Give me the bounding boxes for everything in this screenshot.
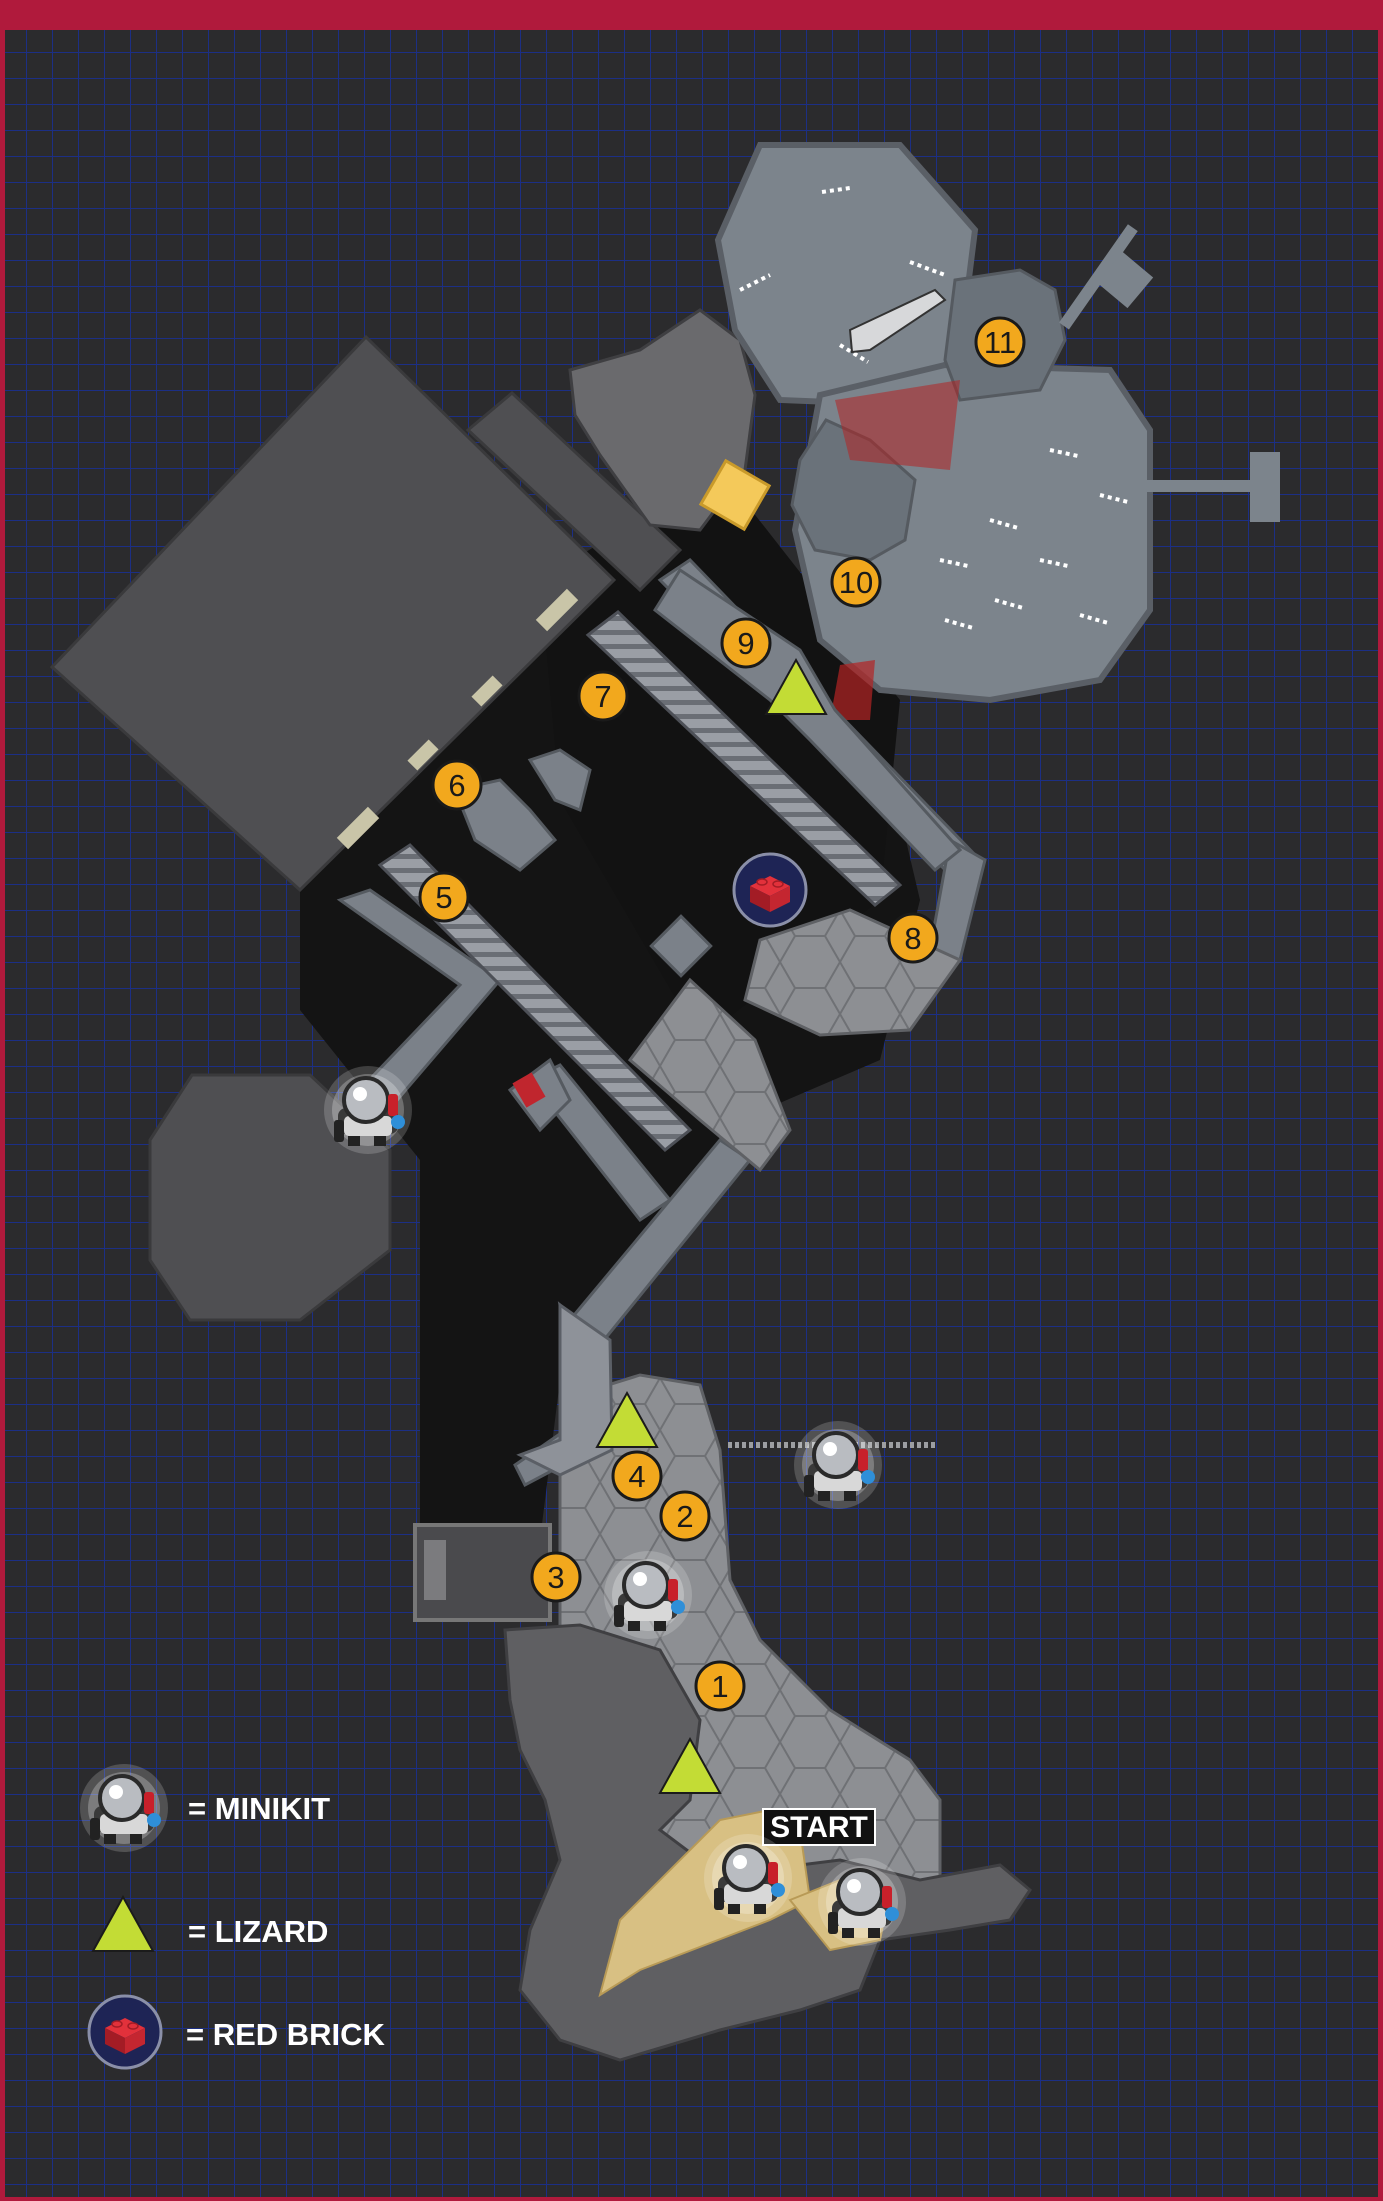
legend-minikit-label: = MINIKIT xyxy=(188,1791,330,1826)
waypoint-label: 1 xyxy=(711,1669,728,1704)
waypoint-label: 3 xyxy=(547,1560,564,1595)
waypoint-circle xyxy=(418,871,470,923)
waypoint-label: 5 xyxy=(435,880,452,915)
slab-strip xyxy=(465,390,683,593)
vent xyxy=(471,675,503,707)
waypoint-marker-2: 2 xyxy=(659,1490,711,1542)
waypoint-circle xyxy=(611,1450,663,1502)
start-label: START xyxy=(770,1811,868,1844)
waypoint-label: 9 xyxy=(737,626,754,661)
hangar-markings xyxy=(739,186,1129,630)
legend: = MINIKIT = LIZARD = RED BRICK xyxy=(78,1762,386,2070)
conveyor-belt xyxy=(585,610,903,907)
waypoint-circle xyxy=(530,1551,582,1603)
red-ladder xyxy=(830,660,875,720)
waypoint-circle xyxy=(431,759,483,811)
ship-icon xyxy=(848,288,947,354)
vent xyxy=(407,739,439,771)
hex-floor xyxy=(627,977,792,1173)
waypoint-circle xyxy=(830,556,882,608)
waypoint-marker-10: 10 xyxy=(830,556,882,608)
vent xyxy=(535,588,579,632)
waypoint-marker-8: 8 xyxy=(887,912,939,964)
rock-outcrop xyxy=(568,308,757,532)
minikit-icon xyxy=(792,1419,884,1511)
minikit-icon xyxy=(322,1064,414,1156)
crate xyxy=(649,914,713,978)
waypoint-label: 2 xyxy=(676,1499,693,1534)
legend-red-brick-label: = RED BRICK xyxy=(186,2017,386,2052)
waypoint-label: 10 xyxy=(839,565,873,600)
large-slab xyxy=(49,334,617,893)
red-beam xyxy=(835,380,960,470)
red-button xyxy=(512,1072,546,1108)
waypoint-marker-9: 9 xyxy=(720,617,772,669)
waypoint-marker-7: 7 xyxy=(577,670,629,722)
vent xyxy=(336,806,380,850)
waypoint-circle xyxy=(974,316,1026,368)
yellow-crate xyxy=(698,458,772,532)
legend-lizard-label: = LIZARD xyxy=(188,1914,328,1949)
waypoint-circle xyxy=(694,1660,746,1712)
legend-minikit-icon xyxy=(78,1762,170,1854)
gantry-pad xyxy=(1096,251,1154,309)
minikit-icon xyxy=(602,1549,694,1641)
waypoint-label: 4 xyxy=(628,1459,645,1494)
legend-red-brick-icon xyxy=(87,1994,163,2070)
waypoint-label: 8 xyxy=(904,921,921,956)
waypoint-label: 6 xyxy=(448,768,465,803)
machine xyxy=(527,748,592,813)
waypoint-marker-5: 5 xyxy=(418,871,470,923)
waypoint-marker-1: 1 xyxy=(694,1660,746,1712)
waypoint-circle xyxy=(577,670,629,722)
conveyor-belt xyxy=(377,843,693,1153)
minikit-icon xyxy=(702,1832,794,1924)
waypoint-markers: 1 2 3 4 5 6 7 8 9 10 11 xyxy=(418,316,1026,1712)
machine xyxy=(452,778,558,872)
waypoint-circle xyxy=(720,617,772,669)
waypoint-label: 11 xyxy=(984,325,1016,360)
waypoint-marker-6: 6 xyxy=(431,759,483,811)
gantry-tower xyxy=(1250,452,1280,522)
side-room-door xyxy=(424,1540,446,1600)
red-brick-icon xyxy=(732,852,808,928)
waypoint-circle xyxy=(887,912,939,964)
gantry-bridge xyxy=(1140,480,1270,492)
minikit-icon xyxy=(816,1856,908,1948)
gantry-arm xyxy=(1059,224,1138,330)
start-box xyxy=(762,1808,876,1846)
waypoint-marker-3: 3 xyxy=(530,1551,582,1603)
walkway xyxy=(516,1302,614,1477)
waypoint-marker-11: 11 xyxy=(974,316,1026,368)
waypoint-circle xyxy=(659,1490,711,1542)
waypoint-label: 7 xyxy=(594,679,611,714)
waypoint-marker-4: 4 xyxy=(611,1450,663,1502)
